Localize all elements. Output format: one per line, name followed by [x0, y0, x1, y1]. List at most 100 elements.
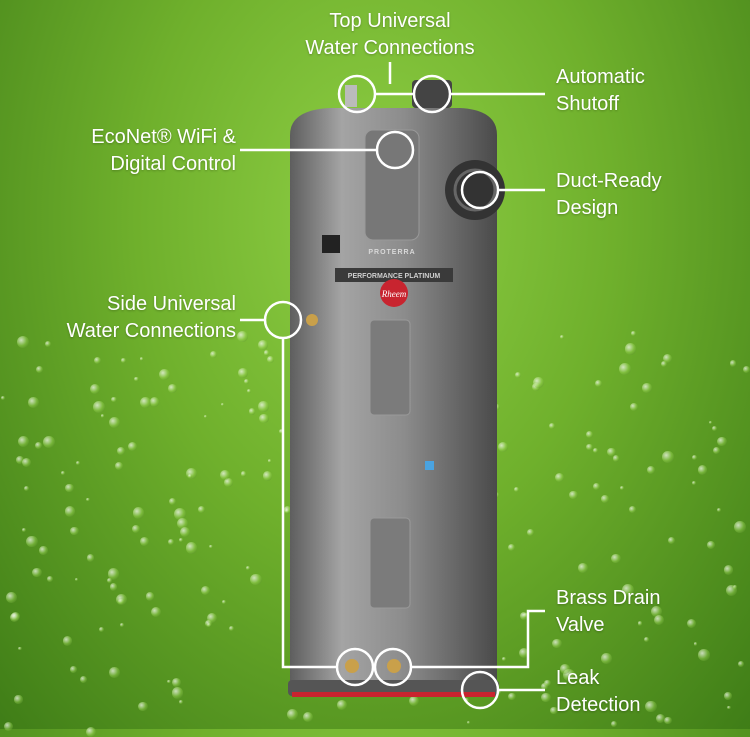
droplet — [198, 505, 206, 513]
droplet — [725, 584, 737, 597]
droplet — [121, 358, 126, 363]
droplet — [115, 593, 128, 606]
droplet — [109, 416, 121, 428]
droplet — [549, 422, 556, 429]
droplet — [18, 435, 30, 447]
droplet — [168, 497, 177, 506]
droplet — [178, 537, 183, 542]
label-line: Shutoff — [556, 93, 620, 115]
droplet — [177, 518, 188, 530]
droplet — [619, 486, 624, 491]
droplet — [497, 441, 509, 452]
droplet — [32, 567, 42, 578]
label-leak-detection: Leak Detection — [556, 665, 641, 719]
droplet — [207, 613, 218, 624]
label-drain-valve: Brass Drain Valve — [556, 585, 660, 639]
droplet — [302, 711, 314, 723]
droplet — [167, 679, 172, 684]
droplet — [563, 669, 576, 682]
droplet — [69, 526, 79, 536]
droplet — [707, 541, 716, 550]
droplet — [686, 618, 697, 629]
droplet — [0, 395, 5, 401]
droplet — [507, 544, 515, 552]
droplet — [550, 707, 558, 715]
droplet — [172, 677, 182, 687]
droplet — [601, 495, 609, 503]
droplet — [106, 577, 113, 584]
droplet — [23, 486, 29, 492]
droplet — [541, 682, 549, 690]
rheem-logo — [380, 279, 408, 307]
droplet — [5, 591, 17, 603]
droplet — [258, 413, 269, 424]
droplet — [508, 692, 516, 701]
droplet — [145, 591, 155, 601]
droplet — [98, 627, 104, 633]
droplet — [93, 356, 102, 364]
droplet — [716, 507, 721, 512]
label-line: Design — [556, 197, 619, 219]
droplet — [139, 357, 144, 362]
droplet — [14, 695, 23, 704]
droplet — [611, 553, 621, 563]
droplet — [734, 521, 747, 534]
droplet — [200, 585, 211, 596]
label-line: EcoNet® WiFi & — [91, 126, 236, 148]
brand-lettering: Rheem — [381, 289, 407, 299]
droplet — [585, 443, 593, 451]
droplet — [266, 355, 275, 364]
droplet — [268, 459, 272, 463]
droplet — [717, 436, 727, 447]
label-econet: EcoNet® WiFi & Digital Control — [91, 124, 236, 178]
droplet — [89, 383, 100, 394]
droplet — [742, 365, 750, 373]
droplet — [39, 546, 48, 555]
droplet — [466, 721, 470, 725]
droplet — [729, 360, 737, 368]
label-line: Leak — [556, 667, 600, 689]
droplet — [18, 646, 22, 650]
droplet — [612, 454, 620, 462]
droplet — [185, 467, 197, 479]
droplet — [262, 470, 273, 481]
droplet — [594, 380, 603, 388]
label-line: Side Universal — [107, 293, 236, 315]
droplet — [645, 700, 657, 713]
droplet — [610, 720, 617, 728]
droplet — [178, 700, 183, 705]
droplet — [622, 584, 635, 596]
droplet — [668, 536, 676, 544]
droplet — [93, 401, 106, 413]
droplet — [209, 350, 218, 359]
label-line: Digital Control — [110, 153, 236, 175]
droplet — [219, 470, 230, 481]
droplet — [43, 435, 56, 448]
label-side-connections: Side Universal Water Connections — [67, 291, 236, 345]
droplet — [174, 508, 187, 521]
droplet — [26, 535, 38, 548]
droplet — [238, 368, 249, 379]
droplet — [554, 472, 564, 482]
droplet — [80, 676, 88, 684]
droplet — [607, 448, 616, 457]
droplet — [229, 625, 235, 632]
droplet — [520, 612, 529, 621]
droplet — [619, 363, 632, 375]
droplet — [151, 607, 162, 618]
droplet — [559, 335, 565, 340]
label-line: Top Universal — [329, 10, 451, 32]
droplet — [655, 714, 665, 724]
droplet — [221, 599, 227, 605]
droplet — [258, 339, 268, 350]
label-line: Valve — [556, 614, 605, 636]
droplet — [593, 483, 600, 491]
droplet — [120, 623, 124, 627]
droplet — [244, 378, 250, 385]
droplet — [527, 529, 534, 536]
droplet — [532, 376, 545, 389]
droplet — [139, 397, 151, 409]
droplet — [138, 701, 148, 711]
